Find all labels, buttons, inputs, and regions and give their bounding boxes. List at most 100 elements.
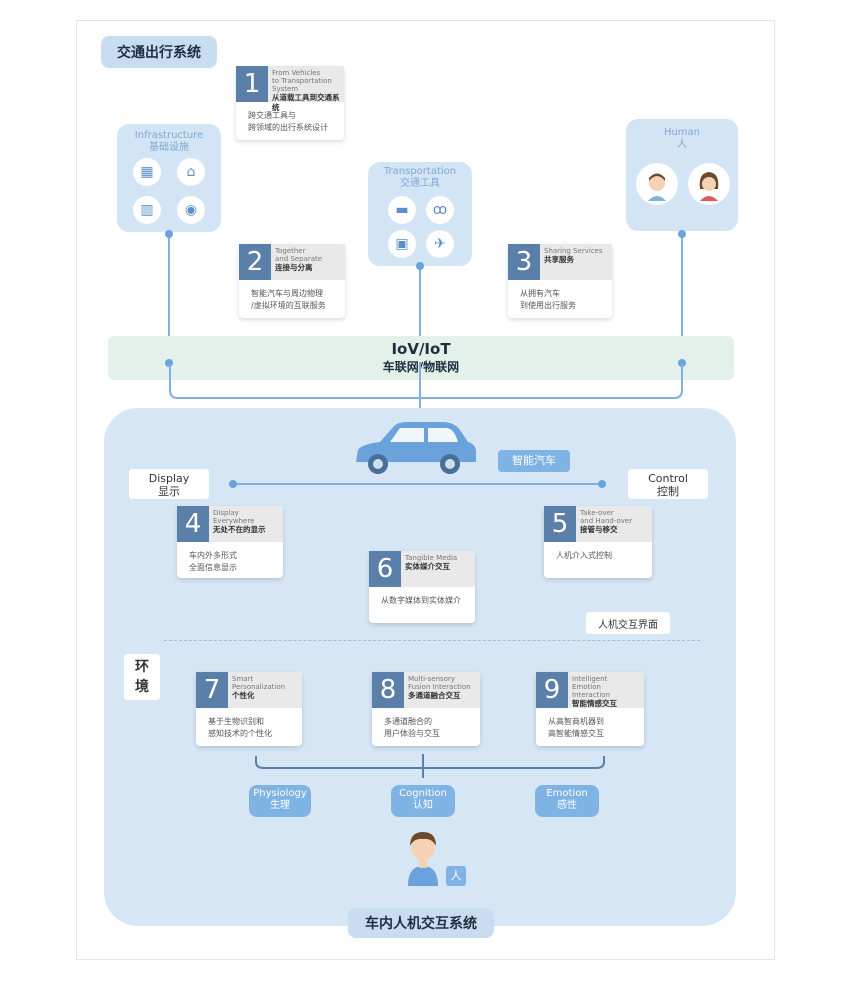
- card-9-body: 从高智商机器到 高智能情感交互: [548, 717, 604, 738]
- iov-title-en: IoV/IoT: [391, 340, 451, 358]
- infrastructure-dot: [165, 230, 173, 238]
- card-4-title-cn: 无处不在的显示: [213, 525, 266, 534]
- building-icon: ▦: [133, 158, 161, 186]
- cognition-en: Cognition: [399, 788, 447, 799]
- card-6-title-cn: 实体媒介交互: [405, 562, 450, 571]
- woman-avatar-icon: [688, 163, 730, 205]
- office-icon: ▥: [133, 196, 161, 224]
- card-1-title-cn: 从道载工具到交通系统: [272, 93, 340, 112]
- control-en: Control: [648, 472, 688, 485]
- display-dot: [229, 480, 237, 488]
- card-4-body: 车内外多形式 全面信息显示: [189, 551, 237, 572]
- transportation-title-en: Transportation: [383, 166, 457, 177]
- bank-icon: ⌂: [177, 158, 205, 186]
- card-6-title-en: Tangible Media: [405, 554, 458, 562]
- environment-label: 环境: [124, 654, 160, 700]
- physiology-en: Physiology: [253, 788, 307, 799]
- transportation-block: Transportation 交通工具 ▬ ꝏ ▣ ✈: [368, 162, 472, 266]
- card-8-title-cn: 多通道融合交互: [408, 691, 461, 700]
- man-avatar-icon: [636, 163, 678, 205]
- display-en: Display: [148, 472, 190, 485]
- cognition-cn: 认知: [413, 800, 433, 811]
- display-cn: 显示: [158, 485, 180, 498]
- card-2-number: 2: [239, 244, 271, 280]
- control-cn: 控制: [657, 485, 679, 498]
- bottom-system-title: 车内人机交互系统: [348, 908, 494, 938]
- card-2-title-cn: 连接与分离: [275, 263, 313, 272]
- card-2-title-en: Together and Separate: [275, 247, 323, 263]
- hmi-label: 人机交互界面: [586, 612, 670, 634]
- card-7-body: 基于生物识别和 感知技术的个性化: [208, 717, 272, 738]
- card-7-title-cn: 个性化: [232, 691, 255, 700]
- dining-icon: ◉: [177, 196, 205, 224]
- card-2-body: 智能汽车与周边物理 /虚拟环境的互联服务: [251, 289, 326, 310]
- card-3-title-en: Sharing Services: [544, 247, 603, 255]
- card-1-number: 1: [236, 66, 268, 102]
- transportation-connector: [419, 266, 421, 336]
- smart-car-icon: [356, 422, 476, 474]
- card-4-title-en: Display Everywhere: [213, 509, 255, 525]
- control-label: Control 控制: [628, 469, 708, 499]
- card-1-title-en: From Vehicles to Transportation System: [272, 69, 332, 93]
- infrastructure-block: Infrastructure 基础设施 ▦ ⌂ ▥ ◉: [117, 124, 221, 232]
- person-label: 人: [446, 866, 466, 886]
- card-5-number: 5: [544, 506, 576, 542]
- card-8-number: 8: [372, 672, 404, 708]
- factors-bracket: [255, 754, 605, 778]
- human-block: Human 人: [626, 119, 738, 231]
- infrastructure-title-en: Infrastructure: [134, 130, 204, 141]
- human-dot: [678, 230, 686, 238]
- card-4-number: 4: [177, 506, 209, 542]
- physiology-pill: Physiology 生理: [249, 785, 311, 817]
- airplane-icon: ✈: [426, 230, 454, 258]
- person-icon: [408, 832, 438, 886]
- card-6-body: 从数字媒体到实体媒介: [381, 596, 461, 605]
- card-7-title-en: Smart Personalization: [232, 675, 286, 691]
- top-system-title: 交通出行系统: [101, 36, 217, 68]
- emotion-en: Emotion: [546, 788, 588, 799]
- transportation-dot: [416, 262, 424, 270]
- card-1: 1 From Vehicles to Transportation System…: [236, 66, 344, 140]
- card-3-body: 从拥有汽车 到使用出行服务: [520, 289, 576, 310]
- card-9-title-en: Intelligent Emotion Interaction: [572, 675, 610, 699]
- train-icon: ▣: [388, 230, 416, 258]
- display-label: Display 显示: [129, 469, 209, 499]
- card-8-body: 多通道融合的 用户体验与交互: [384, 717, 440, 738]
- infrastructure-connector: [168, 232, 170, 336]
- cognition-pill: Cognition 认知: [391, 785, 455, 817]
- card-3-number: 3: [508, 244, 540, 280]
- card-5-title-en: Take-over and Hand-over: [580, 509, 633, 525]
- human-title-cn: 人: [677, 139, 687, 150]
- emotion-cn: 感性: [557, 800, 577, 811]
- smart-car-label: 智能汽车: [498, 450, 570, 472]
- card-9-title-cn: 智能情感交互: [572, 699, 617, 708]
- card-7-number: 7: [196, 672, 228, 708]
- display-control-line: [232, 483, 602, 485]
- card-8-title-en: Multi-sensory Fusion Interaction: [408, 675, 471, 691]
- bicycle-icon: ꝏ: [426, 196, 454, 224]
- bus-icon: ▬: [388, 196, 416, 224]
- card-3-title-cn: 共享服务: [544, 255, 574, 264]
- iov-left-dot: [165, 359, 173, 367]
- dashed-divider: [164, 640, 700, 641]
- physiology-cn: 生理: [270, 800, 290, 811]
- human-title-en: Human: [663, 127, 701, 138]
- iov-right-dot: [678, 359, 686, 367]
- card-6-number: 6: [369, 551, 401, 587]
- card-5-title-cn: 接管与移交: [580, 525, 618, 534]
- card-9-number: 9: [536, 672, 568, 708]
- control-dot: [598, 480, 606, 488]
- emotion-pill: Emotion 感性: [535, 785, 599, 817]
- infrastructure-title-cn: 基础设施: [149, 142, 189, 153]
- card-1-body: 跨交通工具与 跨领域的出行系统设计: [248, 111, 328, 132]
- human-connector: [681, 231, 683, 336]
- card-5-body: 人机介入式控制: [556, 551, 612, 560]
